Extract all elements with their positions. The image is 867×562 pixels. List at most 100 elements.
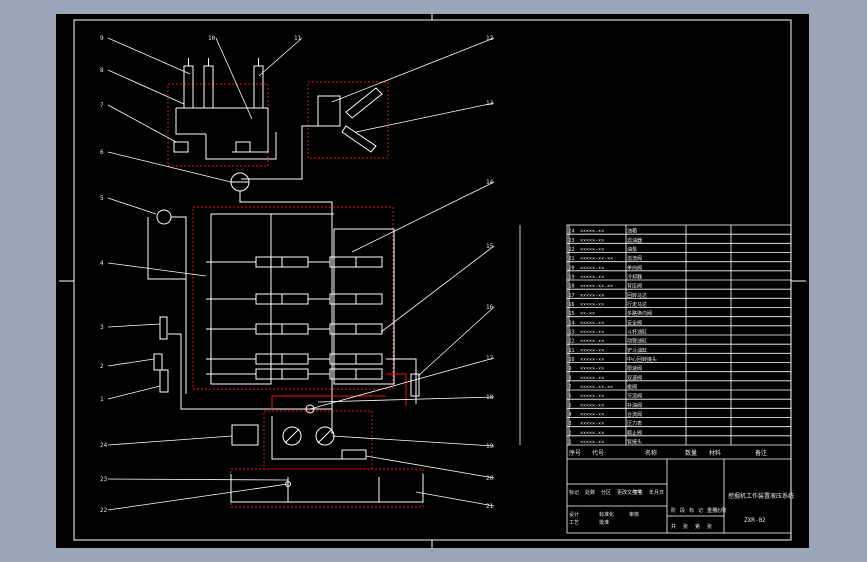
- valve-spool: [355, 323, 383, 335]
- bom-cell-name: 滤油器: [627, 237, 642, 244]
- part-label: 13: [486, 100, 494, 107]
- return-line: [271, 395, 386, 411]
- leader-line: [107, 478, 289, 481]
- bom-cell-num: 7: [569, 385, 572, 391]
- bom-cell-name: 中心回转接头: [627, 356, 657, 363]
- pump-arrow: [317, 428, 333, 444]
- bom-cell-name: 行走马达: [627, 301, 647, 308]
- valve-spool: [255, 353, 283, 365]
- part-label: 12: [486, 35, 494, 42]
- bom-cell-num: 5: [569, 403, 572, 409]
- pipe-fitting: [159, 369, 169, 393]
- part-label: 4: [100, 260, 104, 267]
- bom-cell-num: 13: [569, 330, 575, 336]
- scale-cell: 记: [698, 507, 703, 514]
- bom-cell-code: ×××××-××: [580, 330, 604, 336]
- valve-spool: [355, 256, 383, 268]
- check-valve: [305, 404, 315, 414]
- bom-cell-name: 回转马达: [627, 292, 647, 299]
- pipe-line: [239, 191, 333, 434]
- bom-cell-code: ×××××-××: [580, 275, 604, 281]
- hydraulic-cylinder: [253, 65, 264, 109]
- bom-cell-name: 油箱: [627, 228, 637, 235]
- leader-line: [331, 435, 495, 447]
- table-header-cell: 代号: [592, 449, 604, 457]
- leader-line: [309, 357, 495, 410]
- bom-cell-code: ××-××: [580, 311, 595, 317]
- bom-cell-code: ×××××-××-××: [580, 284, 613, 290]
- scale-cell: 比例: [716, 507, 726, 514]
- bom-cell-name: 多路换向阀: [627, 310, 652, 317]
- table-header-cell: 数量: [685, 449, 697, 457]
- bom-cell-code: ×××××-××: [580, 265, 604, 271]
- bom-cell-name: 合流阀: [627, 411, 642, 418]
- sign-cell: 签名: [633, 489, 643, 496]
- bom-cell-code: ×××××-××: [580, 394, 604, 400]
- bom-cell-num: 22: [569, 247, 575, 253]
- leader-line: [107, 151, 232, 183]
- bom-cell-code: ×××××-××: [580, 247, 604, 253]
- pipe-line: [205, 132, 277, 160]
- bom-cell-name: 截止阀: [627, 429, 642, 436]
- return-line: [386, 373, 407, 406]
- part-label: 20: [486, 475, 494, 482]
- part-label: 6: [100, 149, 104, 156]
- bom-cell-name: 梭阀: [627, 384, 637, 391]
- bom-cell-num: 20: [569, 265, 575, 271]
- enclosure-control-valve: [192, 206, 394, 390]
- part-label: 22: [100, 507, 108, 514]
- scale-cell: 阶: [671, 507, 676, 514]
- valve-spool: [355, 293, 383, 305]
- stop-valve: [153, 353, 163, 371]
- bom-cell-code: ×××××-××: [580, 440, 604, 446]
- bom-cell-code: ×××××-××: [580, 293, 604, 299]
- bom-cell-code: ×××××-××: [580, 229, 604, 235]
- leader-line: [107, 483, 289, 511]
- bom-cell-num: 12: [569, 339, 575, 345]
- bom-cell-code: ×××××-××: [580, 421, 604, 427]
- swing-motor: [156, 209, 172, 225]
- bom-cell-num: 19: [569, 275, 575, 281]
- part-label: 10: [208, 35, 216, 42]
- bom-cell-name: 铲斗油缸: [627, 347, 647, 354]
- pipe-line: [171, 216, 187, 394]
- bom-cell-code: ×××××-××-××: [580, 256, 613, 262]
- part-label: 17: [486, 355, 494, 362]
- enclosure-cylinder-valves: [167, 83, 269, 167]
- scale-cell: 标: [689, 507, 694, 514]
- bom-cell-code: ×××××-××: [580, 375, 604, 381]
- part-label: 24: [100, 442, 108, 449]
- bom-cell-num: 4: [569, 412, 572, 418]
- valve-spool: [255, 368, 283, 380]
- boom-cylinder: [345, 87, 383, 119]
- bom-cell-name: 节流阀: [627, 393, 642, 400]
- bom-cell-code: ×××××-××: [580, 320, 604, 326]
- leader-line: [107, 69, 185, 105]
- leader-line: [107, 197, 157, 215]
- leader-line: [258, 37, 303, 77]
- sheet-cell: 张: [683, 523, 688, 530]
- bom-cell-code: ×××××-××: [580, 412, 604, 418]
- sheet-cell: 张: [707, 523, 712, 530]
- bom-cell-name: 限速阀: [627, 365, 642, 372]
- part-label: 2: [100, 363, 104, 370]
- boom-valve-block: [317, 95, 341, 127]
- leader-line: [107, 323, 161, 328]
- pipe-line: [271, 416, 356, 460]
- bom-cell-num: 10: [569, 357, 575, 363]
- bom-cell-name: 动臂油缸: [627, 338, 647, 345]
- bom-cell-name: 双速阀: [627, 374, 642, 381]
- oil-tank-box: [231, 424, 259, 446]
- bom-cell-num: 14: [569, 320, 575, 326]
- title-block-border: [566, 224, 792, 534]
- sign-cell: 审核: [629, 511, 639, 518]
- bom-cell-name: 背压阀: [627, 283, 642, 290]
- sign-cell: 更改文件号: [617, 489, 642, 496]
- bom-cell-name: 冷却器: [627, 274, 642, 281]
- bom-cell-num: 11: [569, 348, 575, 354]
- table-header-cell: 材料: [709, 449, 721, 457]
- bom-cell-code: ×××××-××: [580, 430, 604, 436]
- part-label: 5: [100, 195, 104, 202]
- leader-line: [317, 396, 495, 403]
